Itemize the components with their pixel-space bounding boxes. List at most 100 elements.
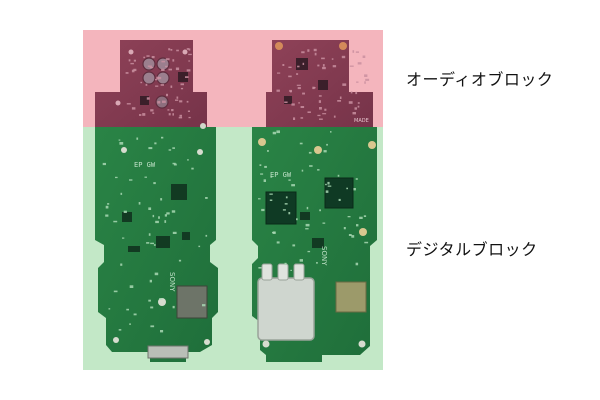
- smd-component: [162, 100, 166, 103]
- left-board: EP GW SONY: [95, 40, 218, 362]
- smd-component: [113, 220, 118, 223]
- smd-component: [364, 81, 366, 84]
- smd-component: [284, 203, 288, 205]
- chip: [122, 212, 132, 222]
- battery-tab: [277, 263, 289, 281]
- mounting-hole: [368, 141, 376, 149]
- smd-component: [341, 55, 346, 59]
- processor-chip: [171, 184, 187, 200]
- smd-component: [276, 241, 280, 244]
- smd-component: [148, 299, 151, 302]
- smd-component: [301, 51, 305, 54]
- smd-component: [153, 244, 156, 246]
- smd-component: [269, 193, 273, 195]
- smd-component: [314, 52, 317, 56]
- smd-component: [128, 59, 131, 62]
- smd-component: [258, 198, 261, 200]
- smd-component: [317, 169, 320, 171]
- smd-component: [164, 214, 167, 217]
- smd-component: [102, 162, 106, 166]
- smd-component: [312, 86, 315, 90]
- battery-tab: [293, 263, 305, 281]
- smd-component: [145, 83, 148, 86]
- main-processor-chip: [324, 177, 354, 209]
- smd-component: [131, 107, 136, 110]
- smd-component: [308, 151, 312, 154]
- smd-component: [108, 308, 111, 310]
- smd-component: [285, 196, 288, 199]
- smd-component: [291, 184, 295, 187]
- chip: [156, 236, 170, 248]
- smd-component: [129, 285, 134, 288]
- smd-component: [155, 78, 158, 81]
- smd-component: [296, 218, 298, 221]
- smd-component: [300, 106, 305, 108]
- audio-block-label: オーディオブロック: [406, 70, 554, 89]
- smd-component: [179, 100, 183, 103]
- smd-component: [180, 83, 184, 86]
- sd-card-slot: [176, 285, 208, 319]
- smd-component: [307, 49, 310, 52]
- mounting-hole: [113, 337, 119, 343]
- chip: [318, 80, 328, 90]
- smd-component: [188, 48, 191, 51]
- smd-component: [161, 60, 165, 63]
- smd-component: [313, 48, 317, 52]
- battery-pack: [257, 277, 315, 341]
- smd-component: [202, 304, 206, 307]
- chip: [296, 58, 308, 70]
- smd-component: [357, 105, 360, 108]
- smd-component: [296, 84, 301, 86]
- smd-component: [187, 159, 189, 161]
- smd-component: [324, 108, 327, 111]
- smd-component: [172, 305, 175, 309]
- smd-component: [168, 113, 171, 116]
- smd-component: [359, 216, 363, 219]
- smd-component: [305, 223, 310, 227]
- chip: [182, 232, 190, 240]
- smd-component: [327, 185, 332, 187]
- smd-component: [154, 142, 157, 145]
- smd-component: [105, 205, 109, 209]
- smd-component: [347, 216, 351, 218]
- smd-component: [348, 101, 353, 104]
- smd-component: [307, 250, 311, 253]
- smd-component: [348, 234, 352, 236]
- smd-component: [355, 262, 359, 266]
- smd-component: [149, 279, 152, 283]
- smd-component: [143, 56, 146, 59]
- smd-component: [136, 137, 139, 140]
- smd-component: [364, 74, 368, 77]
- smd-component: [306, 206, 309, 210]
- smd-component: [327, 181, 330, 185]
- smd-component: [298, 102, 300, 104]
- smd-component: [351, 235, 355, 238]
- smd-component: [125, 72, 129, 74]
- smd-component: [284, 101, 288, 103]
- mounting-hole: [258, 138, 266, 146]
- smd-component: [326, 143, 328, 146]
- smd-component: [349, 65, 354, 67]
- smd-component: [269, 199, 273, 201]
- smd-component: [172, 59, 175, 62]
- chip: [178, 72, 188, 82]
- mounting-hole: [128, 49, 134, 55]
- smd-component: [343, 227, 346, 230]
- smd-component: [302, 92, 305, 95]
- smd-component: [130, 62, 134, 65]
- smd-component: [188, 53, 192, 56]
- smd-component: [322, 222, 326, 224]
- mounting-hole: [158, 298, 166, 306]
- smd-component: [146, 242, 150, 244]
- smd-component: [325, 190, 329, 193]
- smd-component: [149, 65, 152, 69]
- right-corner-silkscreen: MADE: [354, 118, 369, 124]
- component-dots: [102, 48, 370, 333]
- smd-component: [296, 73, 299, 75]
- smd-component: [317, 114, 321, 117]
- smd-component: [172, 162, 176, 165]
- smd-component: [188, 60, 191, 62]
- smd-component: [167, 109, 170, 111]
- smd-component: [188, 116, 191, 119]
